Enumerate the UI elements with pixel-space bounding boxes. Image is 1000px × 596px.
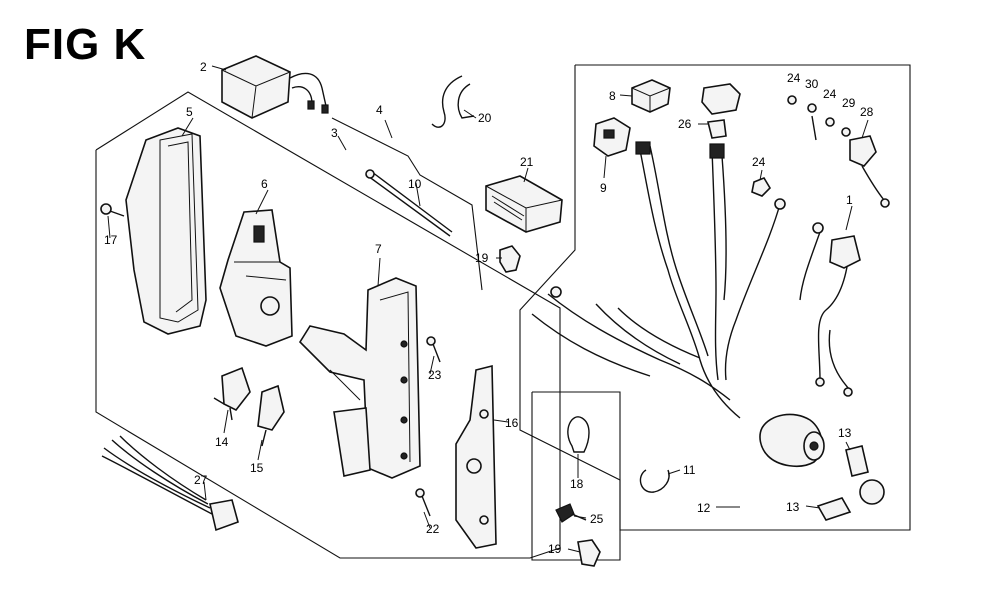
clip-19-upper — [499, 245, 521, 273]
nut-24-a — [787, 95, 797, 105]
callout-11: 11 — [683, 463, 696, 477]
callout-21: 21 — [520, 155, 534, 169]
key-13-lower — [816, 497, 852, 521]
clamp-18 — [567, 416, 590, 453]
regulator-box — [221, 55, 329, 119]
callout-29: 29 — [842, 96, 856, 110]
callout-15: 15 — [250, 461, 264, 475]
clip-19-lower — [577, 539, 601, 567]
rod-10 — [365, 169, 453, 237]
fuse-box — [485, 175, 563, 233]
switch-14 — [213, 366, 251, 421]
callout-24-b: 24 — [752, 155, 766, 169]
relay-8 — [631, 79, 671, 113]
bracket-6 — [219, 209, 293, 347]
callout-25: 25 — [590, 512, 604, 526]
callout-16: 16 — [505, 416, 519, 430]
ignition-switch — [759, 413, 825, 468]
callout-14: 14 — [215, 435, 229, 449]
callout-3: 3 — [331, 126, 338, 140]
callout-28: 28 — [860, 105, 874, 119]
callout-24-c: 24 — [823, 87, 837, 101]
callout-6: 6 — [261, 177, 268, 191]
callout-13-lower: 13 — [786, 500, 800, 514]
callout-27: 27 — [194, 473, 208, 487]
nut-24-b — [825, 117, 835, 127]
callout-22: 22 — [426, 522, 440, 536]
key-13-upper — [845, 445, 885, 505]
callout-5: 5 — [186, 105, 193, 119]
callout-9: 9 — [600, 181, 607, 195]
callout-12: 12 — [697, 501, 711, 515]
frame-small-parts — [531, 391, 621, 561]
callout-1: 1 — [846, 193, 853, 207]
nut-24-c — [751, 177, 772, 197]
callout-20: 20 — [478, 111, 492, 125]
callout-23: 23 — [428, 368, 442, 382]
clip-20 — [431, 75, 475, 128]
main-wire-harness — [531, 141, 861, 419]
callout-8: 8 — [609, 89, 616, 103]
washer-30 — [807, 103, 817, 113]
callout-19-upper: 19 — [475, 251, 489, 265]
callout-7: 7 — [375, 242, 382, 256]
plate-16 — [455, 364, 497, 549]
terminal-28 — [849, 135, 890, 208]
callout-26: 26 — [678, 117, 692, 131]
leader-lines — [107, 65, 869, 553]
washer-29 — [841, 127, 851, 137]
connector-9 — [593, 117, 631, 157]
bolt-23 — [426, 336, 441, 363]
switch-15 — [257, 384, 285, 447]
callout-labels: 1 2 3 4 5 6 7 8 9 10 11 12 13 13 14 15 1… — [104, 60, 874, 556]
cover-housing — [125, 127, 207, 335]
callout-4: 4 — [376, 103, 383, 117]
control-panel — [298, 277, 421, 479]
callout-17: 17 — [104, 233, 118, 247]
callout-10: 10 — [408, 177, 422, 191]
screw-17 — [100, 203, 125, 217]
figure-title: FIG K — [24, 20, 147, 69]
callout-30: 30 — [805, 77, 819, 91]
fuse-holder-26 — [701, 83, 741, 139]
clamp-11 — [639, 469, 670, 493]
bolt-22 — [415, 488, 431, 517]
callout-13-upper: 13 — [838, 426, 852, 440]
callout-24-a: 24 — [787, 71, 801, 85]
frame-rod-assembly — [331, 117, 483, 291]
frame-left-group — [95, 91, 561, 559]
callout-19-lower: 19 — [548, 542, 562, 556]
bolt-30 — [811, 115, 817, 141]
callout-18: 18 — [570, 477, 584, 491]
callout-2: 2 — [200, 60, 207, 74]
wire-harness-27 — [101, 435, 239, 532]
